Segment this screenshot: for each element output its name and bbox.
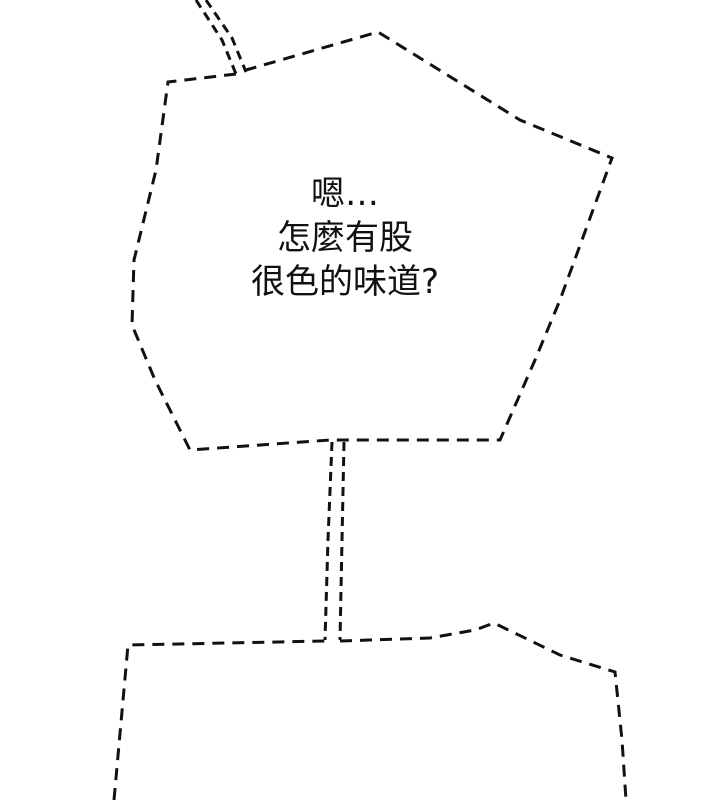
dialogue-line: 怎麼有股 (277, 218, 413, 258)
speech-bubble-2-outline-right (339, 621, 628, 800)
dialogue-line: 很色的味道? (250, 262, 440, 302)
bubble-tail-top-left (194, 0, 238, 75)
speech-bubble-1-text: 嗯… 怎麼有股 很色的味道? (230, 172, 460, 304)
speech-bubble-2-outline (112, 639, 326, 800)
bubble-connector-right (338, 441, 346, 641)
dialogue-line: 嗯… (311, 174, 379, 214)
bubble-connector-left (323, 441, 334, 641)
bubble-tail-top-right (204, 0, 248, 73)
speech-bubble-1-outline (130, 30, 614, 452)
